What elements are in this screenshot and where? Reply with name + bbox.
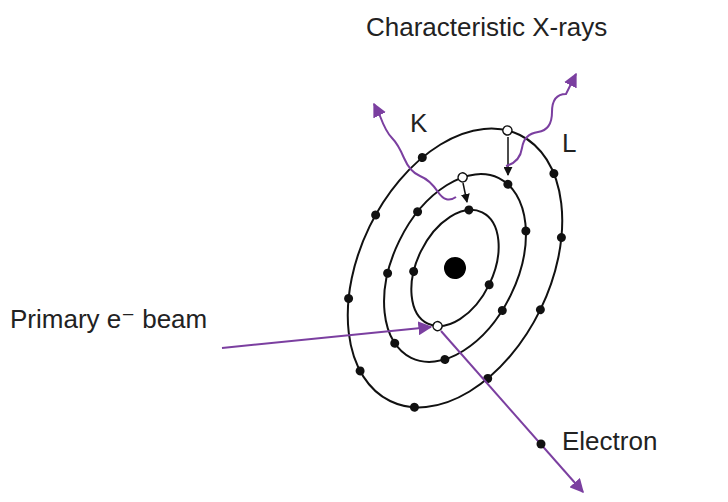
shell-label: K [410, 108, 427, 138]
inner-shell [394, 196, 517, 341]
shell-label: L [562, 128, 576, 158]
ejected-electron-arrow [441, 331, 583, 492]
electron-dot [408, 401, 420, 413]
electron-dot [412, 206, 424, 218]
electrons [301, 105, 602, 444]
xray-wave [506, 74, 576, 166]
electron-dot [416, 152, 428, 164]
electron-dot [439, 353, 451, 365]
xray-wave [374, 104, 456, 200]
vacancy-hole [457, 171, 469, 183]
electron-dot [408, 265, 420, 277]
electron-dot [389, 337, 401, 349]
nucleus [440, 253, 469, 282]
electron-dot [382, 267, 394, 279]
transition-arrow [507, 137, 509, 175]
electron-dot [483, 279, 495, 291]
transition-arrow [463, 183, 467, 202]
middle-shell [355, 151, 554, 385]
vacancy-hole [501, 124, 513, 136]
figure-heading: Characteristic X-rays [366, 12, 607, 42]
vacancies [393, 116, 534, 332]
primary-beam-arrow [222, 327, 431, 348]
atom [301, 89, 611, 445]
ejected-electron-dot [537, 440, 546, 449]
electron-dot [496, 304, 508, 316]
electron-dot [534, 304, 546, 316]
electron-dot [555, 232, 567, 244]
electron-dot [548, 168, 560, 180]
vacancy-hole [432, 320, 444, 332]
beam-label: Primary e⁻ beam [10, 304, 207, 334]
electron-dot [520, 225, 532, 237]
electron-dot [354, 365, 366, 377]
electron-dot [463, 204, 475, 216]
electron-dot [502, 178, 514, 190]
electron-label: Electron [562, 426, 657, 456]
outer-shell [305, 93, 606, 442]
electron-dot [370, 209, 382, 221]
electron-dot [343, 292, 355, 304]
